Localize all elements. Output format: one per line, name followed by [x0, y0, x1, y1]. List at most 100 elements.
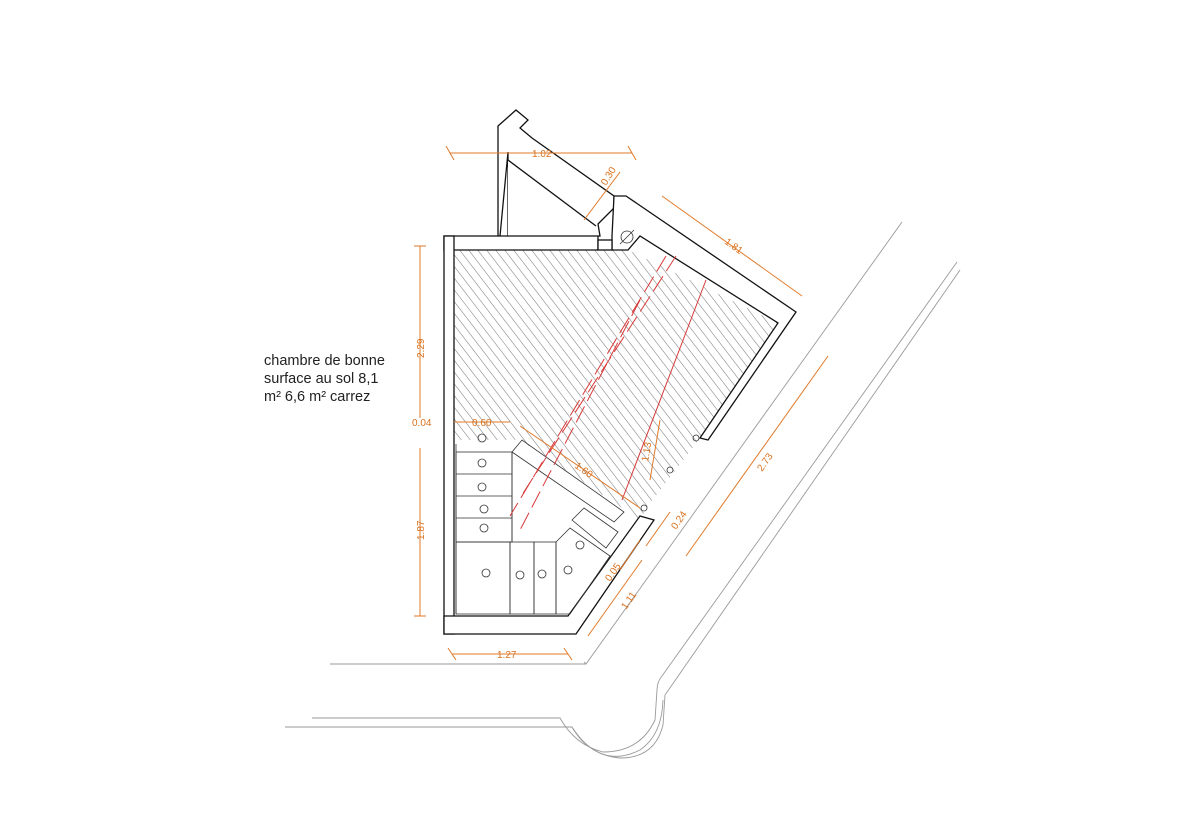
hatch-line — [200, 240, 430, 540]
hatch-line — [577, 250, 778, 520]
dim-slope: 1.13 — [640, 441, 654, 463]
hatch-line — [757, 250, 778, 520]
hatch-line — [454, 250, 584, 520]
hatch-line — [119, 240, 349, 540]
hatch-line — [658, 250, 778, 520]
dim-cabinet-depth: 0.60 — [472, 418, 492, 429]
hatch-line — [454, 250, 575, 520]
hatch-line — [173, 240, 403, 540]
hatch-line — [803, 240, 1033, 540]
hatch-line — [866, 240, 1096, 540]
hatch-line — [454, 250, 638, 520]
hatch-line — [454, 250, 620, 520]
hatch-line — [47, 240, 277, 540]
hatch-line — [586, 250, 778, 520]
hatch-line — [667, 250, 778, 520]
hatch-line — [676, 250, 778, 520]
north-wall — [443, 235, 599, 251]
hatch-line — [514, 250, 746, 520]
dim-west-upper: 2.29 — [416, 338, 427, 358]
hatch-line — [128, 240, 358, 540]
hatch-line — [56, 240, 286, 540]
hatch-line — [83, 240, 313, 540]
hatch-line — [155, 240, 385, 540]
hatch-line — [875, 240, 1105, 540]
hatch-line — [454, 250, 611, 520]
hatch-line — [20, 240, 250, 540]
hatch-line — [454, 250, 557, 520]
hatch-line — [748, 250, 778, 520]
hatch-line — [478, 250, 710, 520]
slope-lines — [509, 255, 707, 531]
hatch-line — [191, 240, 421, 540]
hatch-line — [454, 250, 674, 520]
hatch-line — [568, 250, 778, 520]
hatch-line — [839, 240, 1069, 540]
hatch-line — [29, 240, 259, 540]
hatch-line — [496, 250, 728, 520]
room-label-line-3: m² 6,6 m² carrez — [264, 389, 371, 405]
hatch-line — [164, 240, 394, 540]
dim-wall-gap: 0.04 — [412, 418, 432, 429]
room-label-line-1: chambre de bonne — [264, 353, 385, 369]
hatch-line — [775, 250, 778, 520]
hatch-line — [884, 240, 1114, 540]
hatch-line — [857, 240, 1087, 540]
hatch-line — [454, 250, 530, 520]
hatch-line — [38, 240, 268, 540]
dim-north-wall: 1.81 — [722, 237, 745, 258]
walls — [443, 109, 797, 635]
hatch-line — [454, 250, 503, 520]
hatch-line — [454, 250, 665, 520]
hatch-line — [218, 240, 448, 540]
hatch-line — [902, 240, 1132, 540]
hatch-line — [649, 250, 778, 520]
hatch-line — [766, 250, 778, 520]
hatch-line — [454, 250, 656, 520]
floor-hatch — [20, 240, 1141, 540]
hatch-line — [454, 250, 521, 520]
hatch-line — [454, 250, 602, 520]
hatch-line — [454, 250, 476, 520]
hatch-line — [92, 240, 322, 540]
hatch-line — [454, 250, 593, 520]
hatch-line — [65, 240, 295, 540]
hatch-line — [137, 240, 367, 540]
dim-top-width: 1.02 — [532, 149, 552, 160]
hatch-line — [110, 240, 340, 540]
room-label: chambre de bonne surface au sol 8,1 m² 6… — [264, 352, 414, 406]
hatch-line — [454, 250, 683, 520]
dim-chimney: 0.30 — [599, 165, 619, 188]
hatch-line — [182, 240, 412, 540]
cabinets — [455, 433, 700, 615]
hatch-line — [893, 240, 1123, 540]
hatch-line — [848, 240, 1078, 540]
hatch-line — [454, 250, 494, 520]
hatch-line — [613, 250, 778, 520]
hatch-line — [911, 240, 1141, 540]
hatch-line — [460, 250, 692, 520]
hatch-line — [469, 250, 701, 520]
dim-bottom-width: 1.27 — [497, 650, 517, 661]
hatch-line — [730, 250, 778, 520]
hatch-line — [595, 250, 778, 520]
dimension-lines — [414, 145, 829, 661]
hatch-line — [454, 250, 458, 520]
hatch-line — [74, 240, 304, 540]
hatch-line — [785, 240, 1015, 540]
dim-east-offset: 0.24 — [669, 509, 689, 532]
hatch-line — [146, 240, 376, 540]
hatch-line — [454, 250, 539, 520]
hatch-line — [454, 250, 548, 520]
room-label-line-2: surface au sol 8,1 — [264, 371, 379, 387]
hatch-line — [739, 250, 778, 520]
hatch-line — [454, 250, 467, 520]
south-wall — [443, 515, 656, 635]
north-east-wall — [611, 195, 797, 441]
hatch-line — [812, 240, 1042, 540]
hatch-line — [794, 240, 1024, 540]
hatch-line — [454, 250, 512, 520]
hatch-line — [101, 240, 331, 540]
hatch-line — [604, 250, 778, 520]
